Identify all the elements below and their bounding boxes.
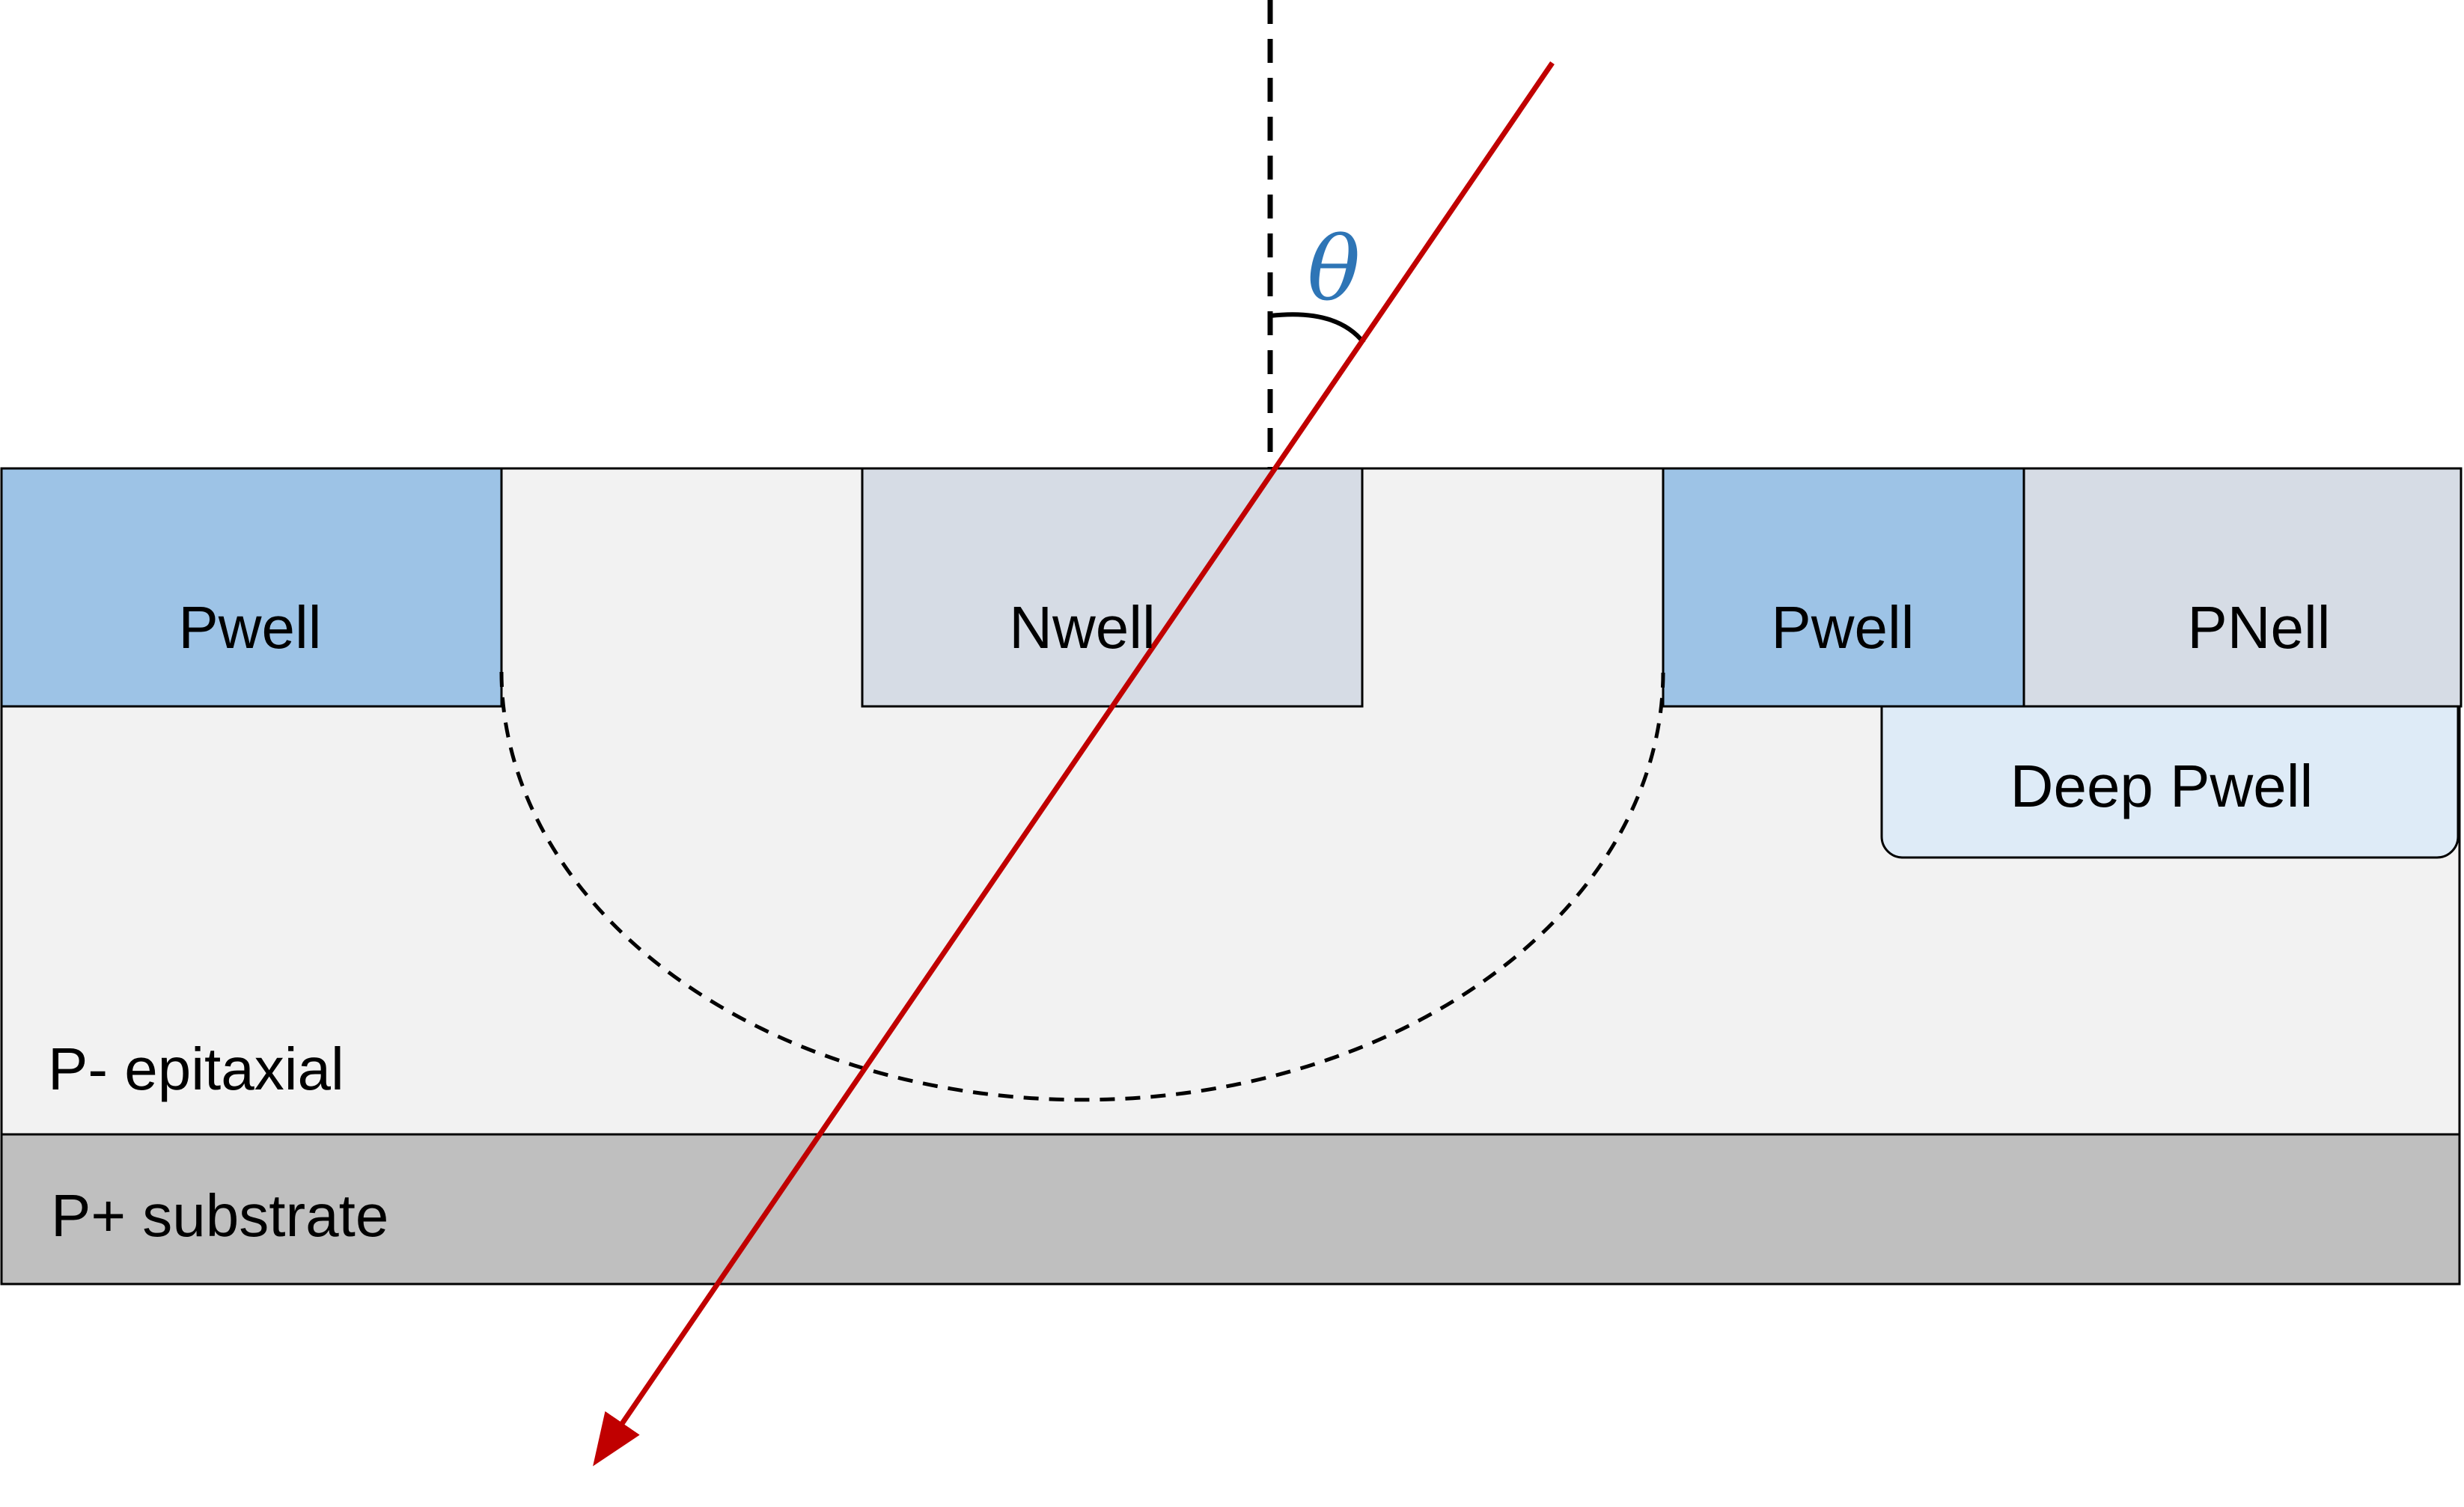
substrate-label: P+ substrate: [51, 1182, 388, 1249]
pwell-right-label: Pwell: [1771, 594, 1914, 661]
nwell: [861, 467, 1364, 708]
pnell: [2022, 467, 2463, 708]
pwell-left: [0, 467, 503, 708]
nwell-label: Nwell: [1009, 594, 1156, 661]
substrate-layer: [0, 1133, 2461, 1286]
pnell-label: PNell: [2187, 594, 2330, 661]
angle-theta-label: θ: [1307, 217, 1360, 320]
depletion-boundary: [499, 671, 1665, 1102]
particle-track-arrow: [593, 61, 1555, 1467]
deep-pwell-label: Deep Pwell: [2010, 753, 2314, 819]
epitaxial-label: P- epitaxial: [48, 1036, 344, 1102]
pwell-left-label: Pwell: [178, 594, 321, 661]
angle-arc: [1269, 312, 1366, 344]
pwell-right: [1662, 467, 2025, 708]
